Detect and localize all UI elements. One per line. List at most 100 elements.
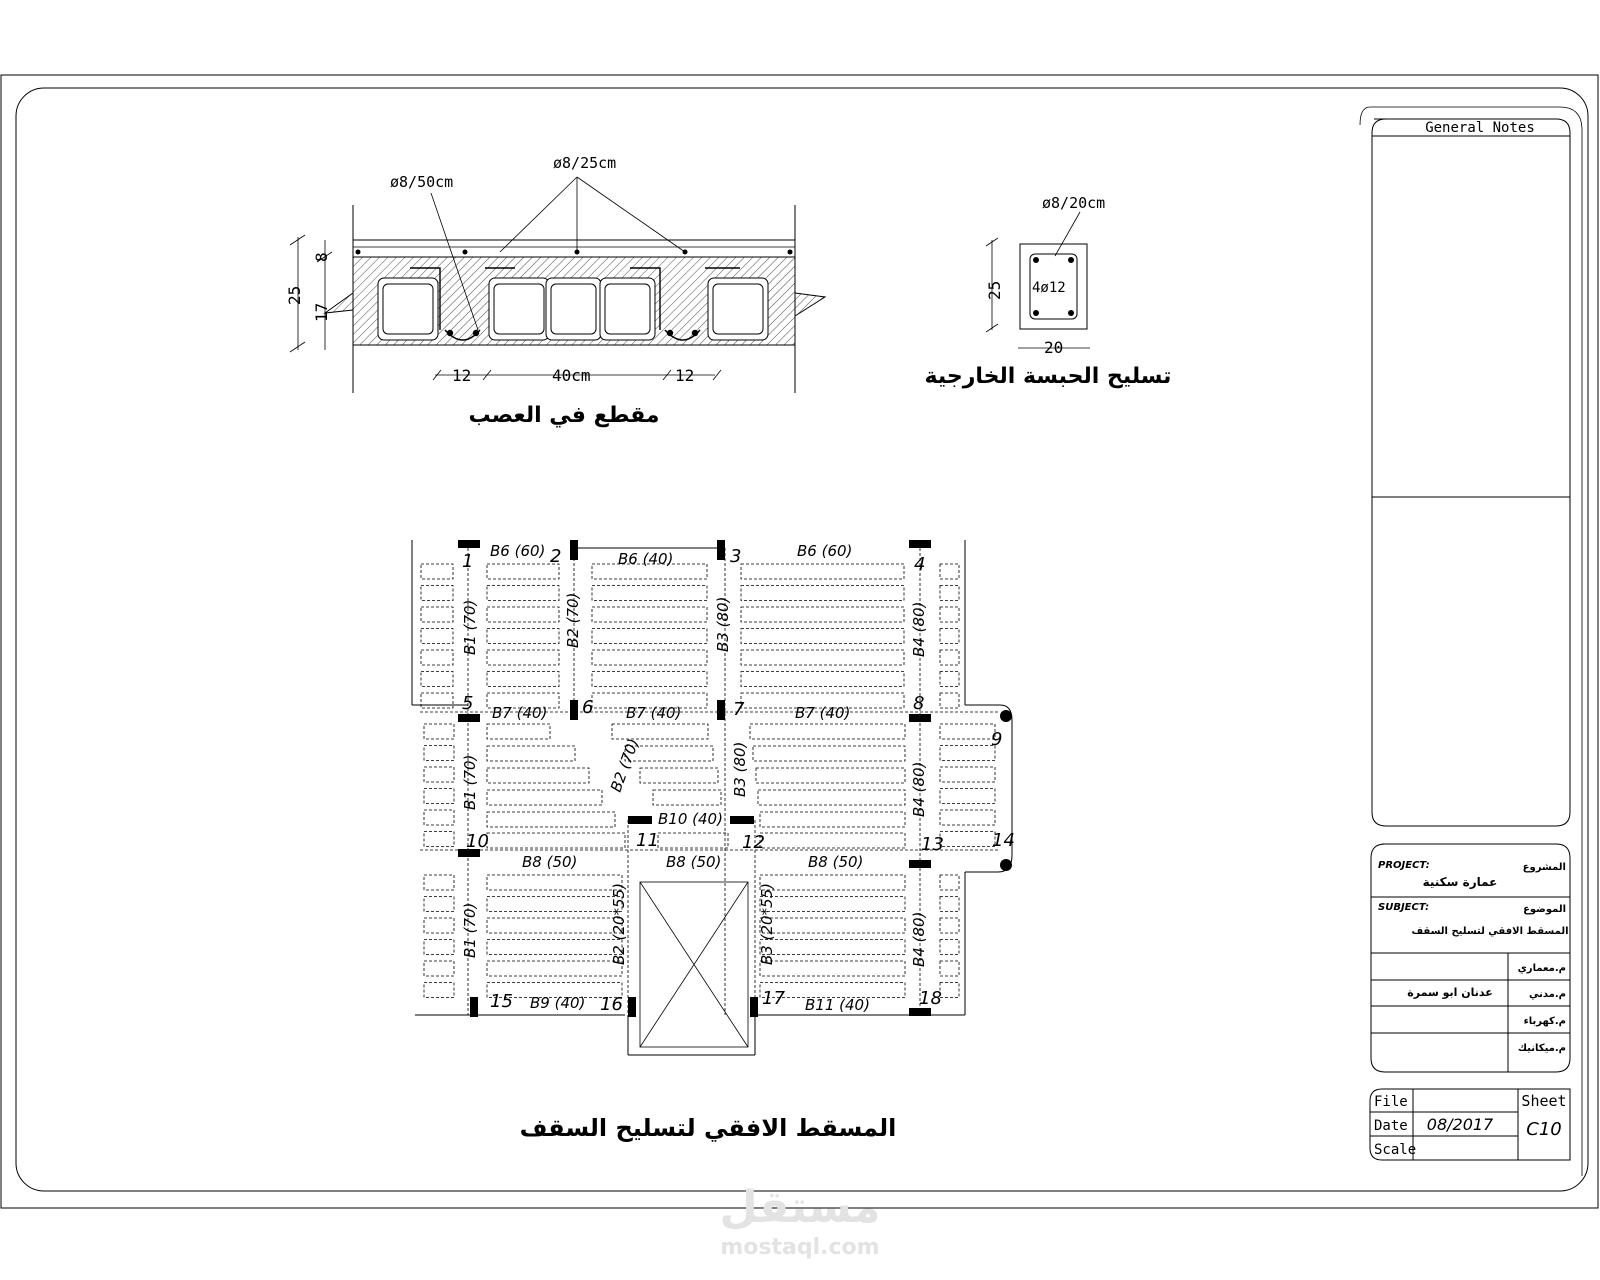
- block-row: [759, 896, 906, 912]
- block-row: [423, 788, 455, 804]
- beam-label: B9 (40): [530, 994, 585, 1012]
- main-bars-label: 4ø12: [1032, 280, 1066, 296]
- block-row: [423, 809, 455, 826]
- beam-label: B1 (70): [461, 903, 479, 958]
- beam-label: B11 (40): [805, 996, 870, 1014]
- column-number: 16: [600, 994, 623, 1015]
- column: [909, 860, 931, 868]
- civil-label: م.مدني: [1529, 989, 1566, 1000]
- dim-rib-right: 12: [675, 366, 694, 385]
- column: [909, 714, 931, 722]
- block-row: [486, 671, 560, 687]
- file-date-box: [1369, 1088, 1571, 1161]
- block-row: [420, 606, 454, 623]
- beam-label: B3 (80): [714, 597, 732, 652]
- dim-topping: 8: [312, 252, 331, 262]
- architect-label: م.معماري: [1518, 963, 1566, 974]
- date-value: 08/2017: [1427, 1115, 1494, 1134]
- sheet-number: C10: [1526, 1119, 1561, 1140]
- column-number: 5: [462, 693, 473, 714]
- block-row: [591, 692, 708, 709]
- block-row: [939, 982, 960, 998]
- column-number: 12: [742, 832, 765, 853]
- block-row: [423, 982, 455, 998]
- block-row: [423, 745, 455, 761]
- column: [458, 849, 480, 857]
- block-row: [486, 874, 623, 891]
- project-box: [1370, 843, 1571, 1073]
- block-row: [591, 649, 708, 666]
- block-row: [939, 692, 960, 709]
- beam-label: B6 (60): [797, 542, 852, 560]
- block-row: [420, 628, 454, 644]
- block-row: [423, 831, 455, 847]
- dim-rib-left: 12: [452, 366, 471, 385]
- block-row: [591, 628, 708, 644]
- hidden-beam-detail: [985, 211, 1090, 349]
- block-row: [939, 788, 996, 804]
- beam-label: B3 (20*55): [758, 883, 776, 965]
- floor-plan: [411, 540, 1013, 1056]
- project-label-ar: المشروع: [1523, 862, 1566, 873]
- column: [730, 816, 754, 824]
- beam-label: B8 (50): [666, 853, 721, 871]
- block-row: [740, 563, 905, 580]
- column: [909, 540, 931, 548]
- block-row: [486, 606, 560, 623]
- civil-engineer: عدنان ابو سمرة: [1407, 986, 1493, 999]
- block-row: [939, 563, 960, 580]
- block-row: [939, 671, 960, 687]
- rib-top-bar-label: ø8/25cm: [553, 154, 616, 172]
- block-row: [420, 671, 454, 687]
- watermark-site: mostaql.com: [720, 1235, 879, 1260]
- block-row: [939, 831, 996, 847]
- block-row: [939, 917, 960, 934]
- sheet-label: Sheet: [1521, 1092, 1566, 1110]
- block-row: [939, 874, 960, 891]
- block-row: [486, 649, 560, 666]
- column-number: 3: [730, 546, 741, 567]
- column-number: 7: [733, 699, 745, 720]
- column: [628, 816, 652, 824]
- block-row: [740, 692, 905, 709]
- block-row: [749, 723, 906, 740]
- column-labels: 1 2 3 4 5 6 7 8 9 10 11 12 13 14 15 16 1…: [462, 546, 1015, 1015]
- block-row: [486, 939, 623, 955]
- block-row: [486, 960, 623, 977]
- beam-label: B2 (70): [564, 593, 582, 648]
- dim-block-width: 40cm: [552, 366, 591, 385]
- column: [570, 700, 578, 720]
- column-number: 4: [914, 554, 925, 575]
- block-row: [624, 745, 714, 762]
- column: [458, 540, 480, 548]
- date-label: Date: [1374, 1118, 1408, 1134]
- subject-value: المسقط الافقي لتسليح السقف: [1412, 926, 1569, 937]
- block-row: [755, 767, 906, 784]
- hidden-beam-depth: 25: [985, 281, 1004, 300]
- electrical-label: م.كهرباء: [1524, 1016, 1566, 1027]
- project-label: PROJECT:: [1378, 860, 1430, 871]
- beam-labels: B6 (60) B6 (40) B6 (60) B7 (40) B7 (40) …: [461, 542, 928, 1014]
- block-row: [591, 563, 708, 580]
- block-row: [486, 811, 616, 828]
- rib-bar-label: ø8/50cm: [390, 173, 453, 191]
- block-row: [639, 767, 719, 784]
- block-row: [939, 723, 996, 740]
- column: [470, 997, 478, 1017]
- column-number: 17: [762, 988, 785, 1009]
- beam-label: B4 (80): [910, 912, 928, 967]
- block-row: [740, 628, 905, 644]
- block-row: [759, 960, 906, 977]
- block-row: [423, 896, 455, 912]
- block-row: [486, 982, 623, 998]
- beam-label: B4 (80): [910, 602, 928, 657]
- column-number: 6: [582, 697, 593, 718]
- column: [909, 1008, 931, 1016]
- block-row: [423, 960, 455, 977]
- block-row: [939, 939, 960, 955]
- watermark-logo: مستقل: [720, 1182, 881, 1233]
- column-number: 2: [550, 546, 561, 567]
- beam-label: B3 (80): [731, 742, 749, 797]
- column-number: 15: [490, 991, 513, 1012]
